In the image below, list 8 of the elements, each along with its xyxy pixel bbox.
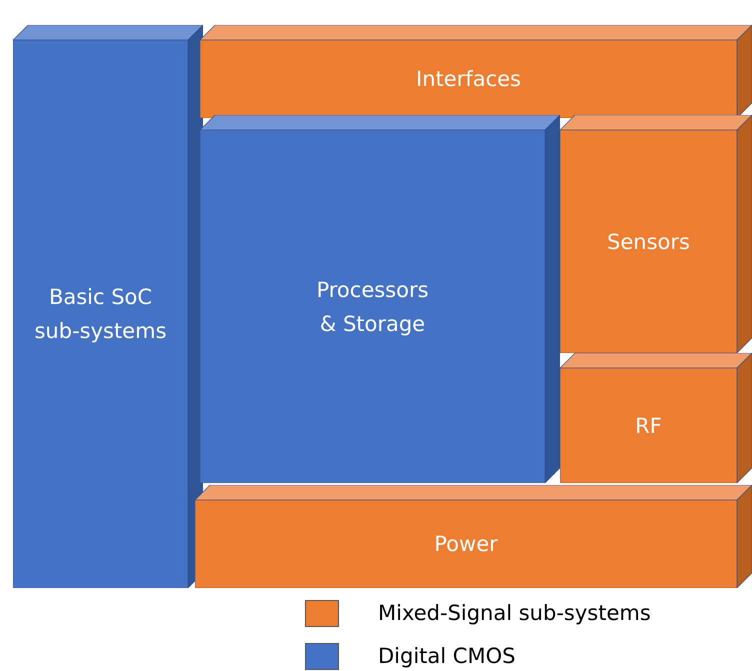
- block-label: Processors & Storage: [315, 276, 430, 338]
- block-label: Interfaces: [415, 66, 522, 93]
- legend-label: Digital CMOS: [378, 644, 516, 668]
- legend-label: Mixed-Signal sub-systems: [378, 601, 651, 625]
- block-label: Power: [433, 531, 499, 558]
- block-label: Basic SoC sub-systems: [33, 284, 168, 345]
- block-label: RF: [634, 412, 663, 440]
- block-label: Sensors: [606, 228, 691, 256]
